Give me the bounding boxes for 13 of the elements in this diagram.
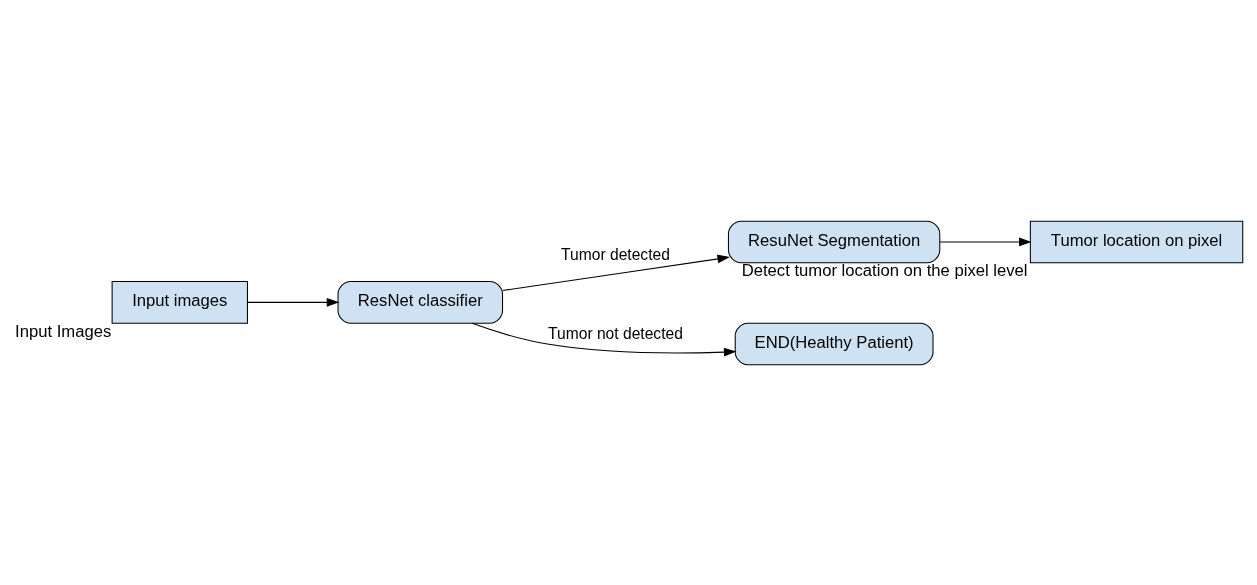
node-label: Detect tumor location on the pixel level [741, 260, 1028, 280]
node-box: Tumor location on pixel [1029, 220, 1244, 263]
node-box: ResNet classifier [337, 280, 504, 324]
arrow [247, 297, 340, 307]
edge-label: Tumor not detected [548, 324, 683, 342]
arrow [502, 254, 730, 291]
edge-label: Tumor detected [561, 245, 670, 263]
arrow [939, 237, 1032, 246]
node-box: ResuNet Segmentation [727, 220, 941, 263]
node-label: Input Images [15, 321, 112, 341]
node-box: Input images [111, 280, 248, 324]
arrow [471, 322, 737, 356]
node-box: END(Healthy Patient) [734, 322, 934, 365]
